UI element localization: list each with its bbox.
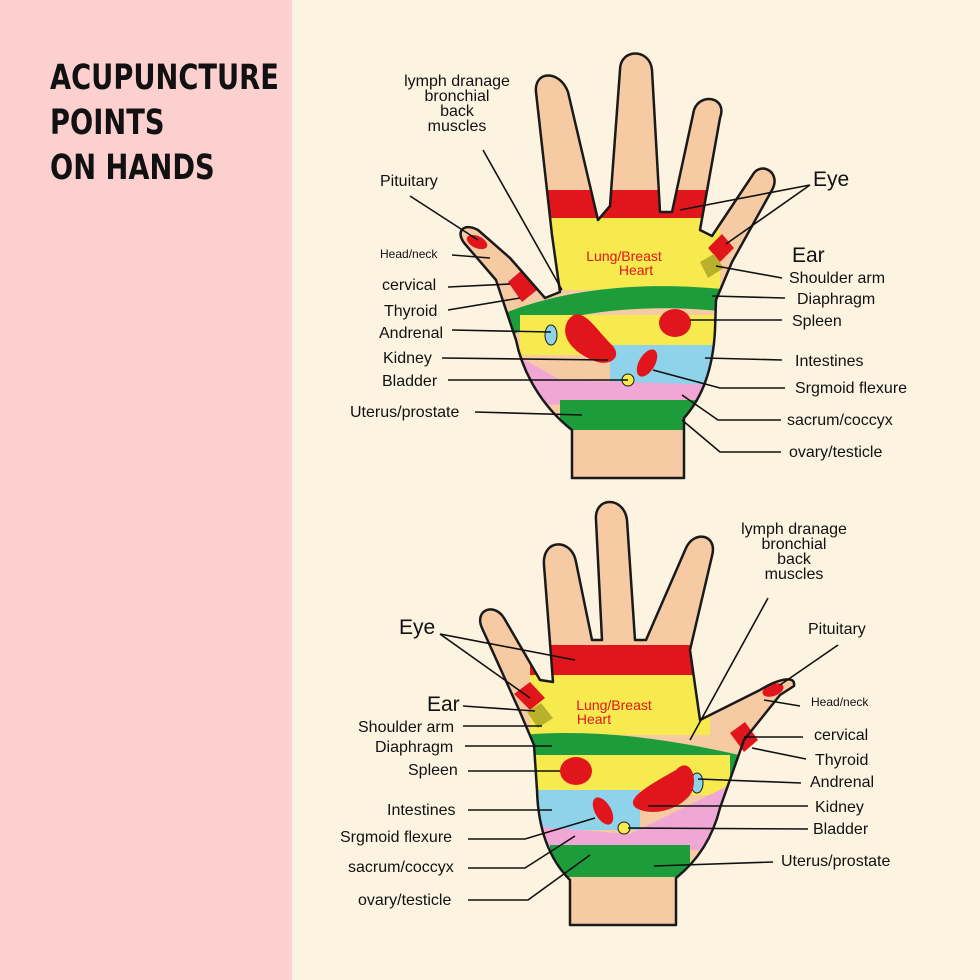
top-zone-kidney [565,314,617,363]
bottom-label-ear: Ear [427,693,460,716]
bottom-label-cervical: cervical [814,727,868,744]
top-label-kidney: Kidney [383,350,432,367]
top-leader-lines [409,149,811,453]
top-zone-spleen [659,309,691,337]
bottom-zone-kidney [632,765,695,812]
top-zone-red-band [540,190,720,218]
bottom-zone-spleen [560,757,592,785]
bottom-zone-eye [514,682,545,710]
bottom-hand-outline [478,500,796,927]
bottom-zone-sigmoid [592,797,614,825]
bottom-label-shoulder-arm: Shoulder arm [358,719,454,736]
bottom-label-eye: Eye [399,616,435,639]
bottom-label-diaphragm: Diaphragm [375,739,453,756]
top-label-thyroid: Thyroid [384,303,437,320]
top-label-intestines: Intestines [795,353,863,370]
top-zone-wrist-green [560,400,700,430]
bottom-label-lymph-3: back [777,551,812,568]
bottom-label-lymph-2: bronchial [762,536,827,553]
top-zone-cervical [508,270,537,302]
bottom-zone-ear [527,703,553,728]
top-label-spleen: Spleen [792,313,842,330]
sidebar-panel [0,0,292,980]
title-line-1: ACUPUNCTURE [50,58,279,98]
bottom-zone-red-band [530,645,710,675]
title-line-2: POINTS [50,103,165,143]
bottom-label-intestines: Intestines [387,802,455,819]
bottom-label-kidney: Kidney [815,799,864,816]
bottom-label-lymph-1: lymph dranage [741,521,847,538]
top-label-sigmoid: Srgmoid flexure [795,380,907,397]
bottom-labels: lymph dranage bronchial back muscles Pit… [340,521,890,909]
top-label-head-neck: Head/neck [380,247,438,261]
bottom-label-andrenal: Andrenal [810,774,874,791]
top-zone-sacrum [490,340,720,405]
top-zone-diaphragm [500,286,730,340]
top-zone-lung [540,218,720,290]
bottom-label-sigmoid: Srgmoid flexure [340,829,452,846]
top-label-eye: Eye [813,168,849,191]
top-zone-ear [700,254,724,278]
top-label-cervical: cervical [382,277,436,294]
bottom-label-sacrum: sacrum/coccyx [348,859,454,876]
top-label-ear: Ear [792,244,825,267]
bottom-label-uterus: Uterus/prostate [781,853,890,870]
top-label-lymph-3: back [440,103,475,120]
bottom-label-lung: Lung/Breast [576,697,652,713]
top-label-shoulder-arm: Shoulder arm [789,270,885,287]
bottom-hand: lymph dranage bronchial back muscles Pit… [340,500,890,927]
bottom-zone-wrist-green [550,845,690,877]
top-hand-outline [459,52,776,480]
top-labels: lymph dranage bronchial back muscles Pit… [350,73,907,461]
top-label-sacrum: sacrum/coccyx [787,412,893,429]
top-label-lymph-2: bronchial [425,88,490,105]
top-label-lymph-4: muscles [428,118,487,135]
title-line-3: ON HANDS [50,148,215,188]
top-zone-head-neck [466,234,488,250]
top-label-lung: Lung/Breast [586,248,662,264]
bottom-label-spleen: Spleen [408,762,458,779]
top-label-andrenal: Andrenal [379,325,443,342]
top-label-pituitary: Pituitary [380,173,438,190]
bottom-label-bladder: Bladder [813,821,869,838]
top-zone-adrenal [544,324,558,346]
top-label-heart: Heart [619,262,653,278]
page-title: ACUPUNCTURE POINTS ON HANDS [50,56,279,191]
bottom-leader-lines [439,597,839,901]
top-hand: lymph dranage bronchial back muscles Pit… [350,52,907,480]
bottom-label-pituitary: Pituitary [808,621,866,638]
bottom-zone-lung [530,675,710,735]
bottom-label-lymph-4: muscles [765,566,824,583]
bottom-label-head-neck: Head/neck [811,695,869,709]
top-label-lymph-1: lymph dranage [404,73,510,90]
bottom-label-ovary: ovary/testicle [358,892,451,909]
bottom-label-heart: Heart [577,711,611,727]
bottom-label-thyroid: Thyroid [815,752,868,769]
top-zone-sigmoid [636,349,658,377]
top-label-diaphragm: Diaphragm [797,291,875,308]
bottom-zone-sacrum [530,780,760,852]
top-label-uterus: Uterus/prostate [350,404,459,421]
top-label-ovary: ovary/testicle [789,444,882,461]
top-label-bladder: Bladder [382,373,438,390]
